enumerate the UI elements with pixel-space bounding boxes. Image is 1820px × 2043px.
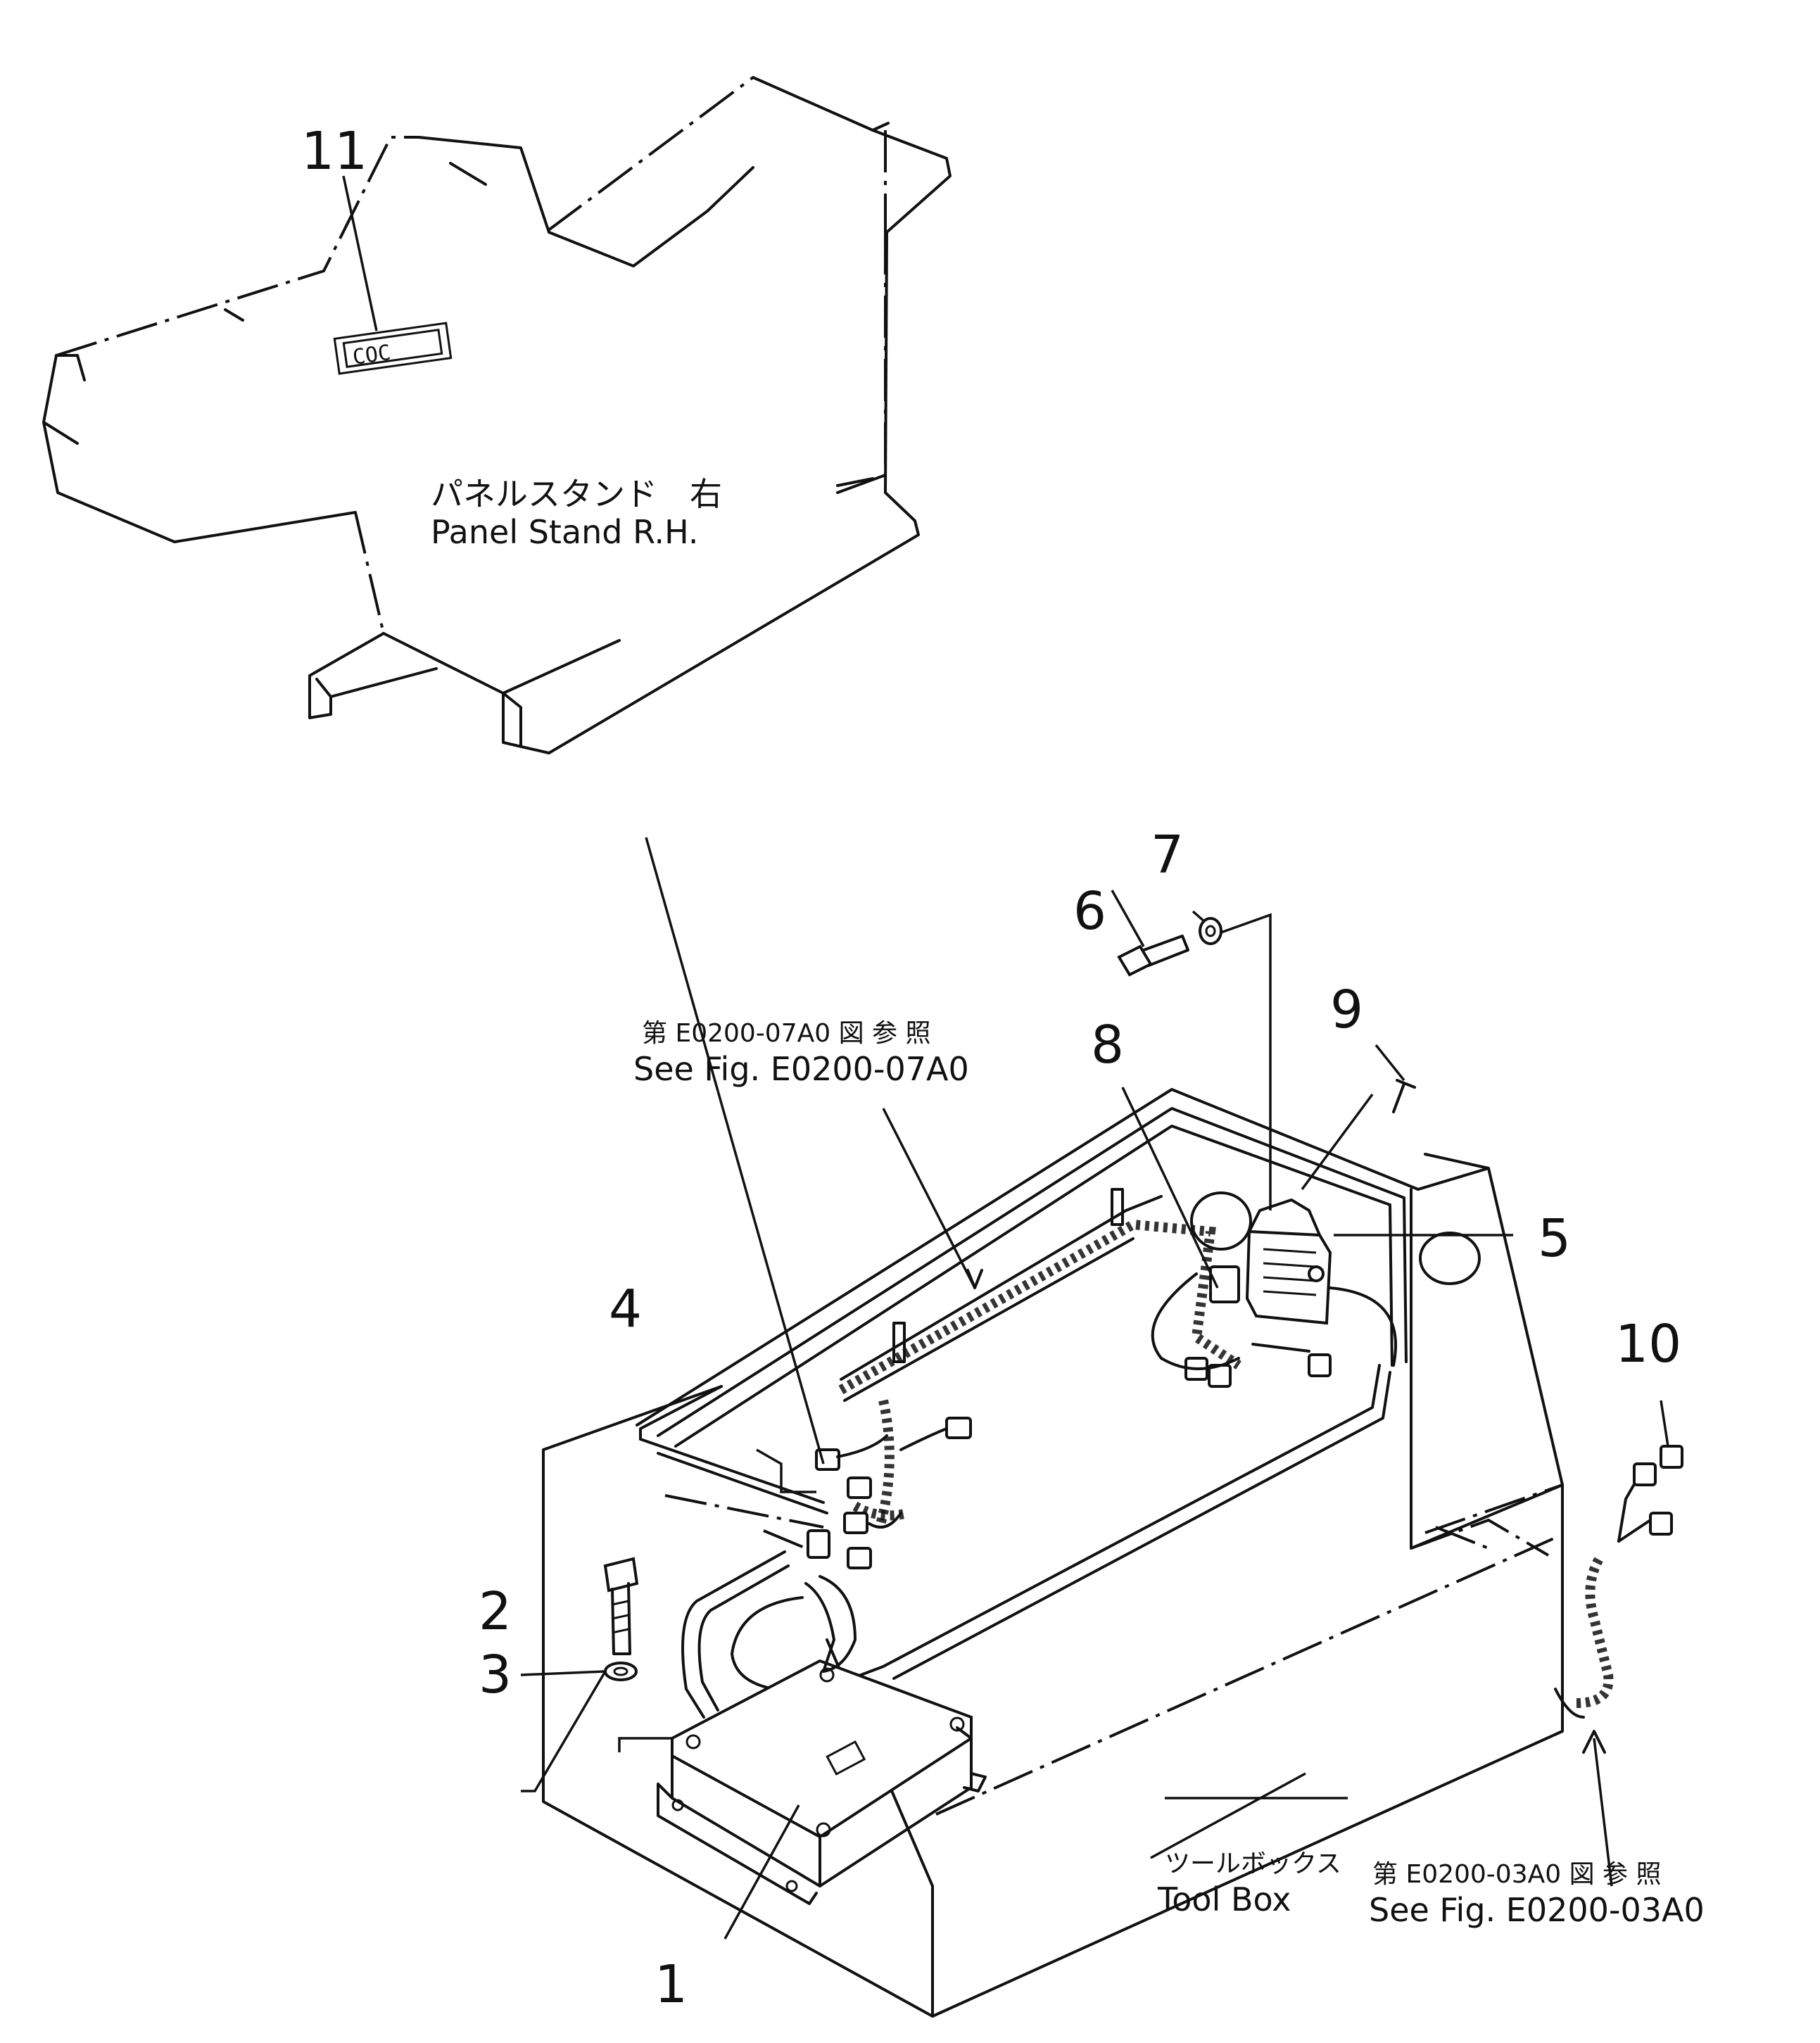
part-number-8: 8 [1091,1015,1124,1075]
part-number-11: 11 [301,121,367,182]
part-number-1: 1 [655,1954,688,2015]
ref-03-jp-label: 第 E0200-03A0 図 参 照 [1372,1860,1661,1889]
tool-box [542,913,1683,2018]
leader-lines [520,837,1669,1940]
ref-07-jp-label: 第 E0200-07A0 図 参 照 [642,1019,930,1048]
part-number-5: 5 [1538,1208,1571,1269]
part-number-6: 6 [1073,881,1106,942]
part-number-7: 7 [1151,825,1184,885]
tool-box-en-label: Tool Box [1157,1880,1291,1918]
coc-plate-text: COC [351,341,393,370]
tool-box-jp-label: ツールボックス [1165,1849,1341,1878]
panel-stand-jp-label: パネルスタンド 右 [431,475,722,513]
part-number-10: 10 [1615,1314,1681,1374]
part-number-9: 9 [1330,980,1363,1040]
part-number-3: 3 [479,1645,512,1705]
ref-03-en-label: See Fig. E0200-03A0 [1369,1891,1705,1929]
panel-stand-en-label: Panel Stand R.H. [431,513,698,551]
part-number-4: 4 [609,1279,642,1339]
panel-stand-rh: COC [42,76,952,754]
labels: パネルスタンド 右 Panel Stand R.H. 第 E0200-07A0 … [431,475,1705,1929]
part-number-2: 2 [479,1581,512,1642]
ref-07-en-label: See Fig. E0200-07A0 [633,1050,969,1088]
part-numbers: 1 2 3 4 5 6 7 8 9 10 11 [301,121,1681,2015]
